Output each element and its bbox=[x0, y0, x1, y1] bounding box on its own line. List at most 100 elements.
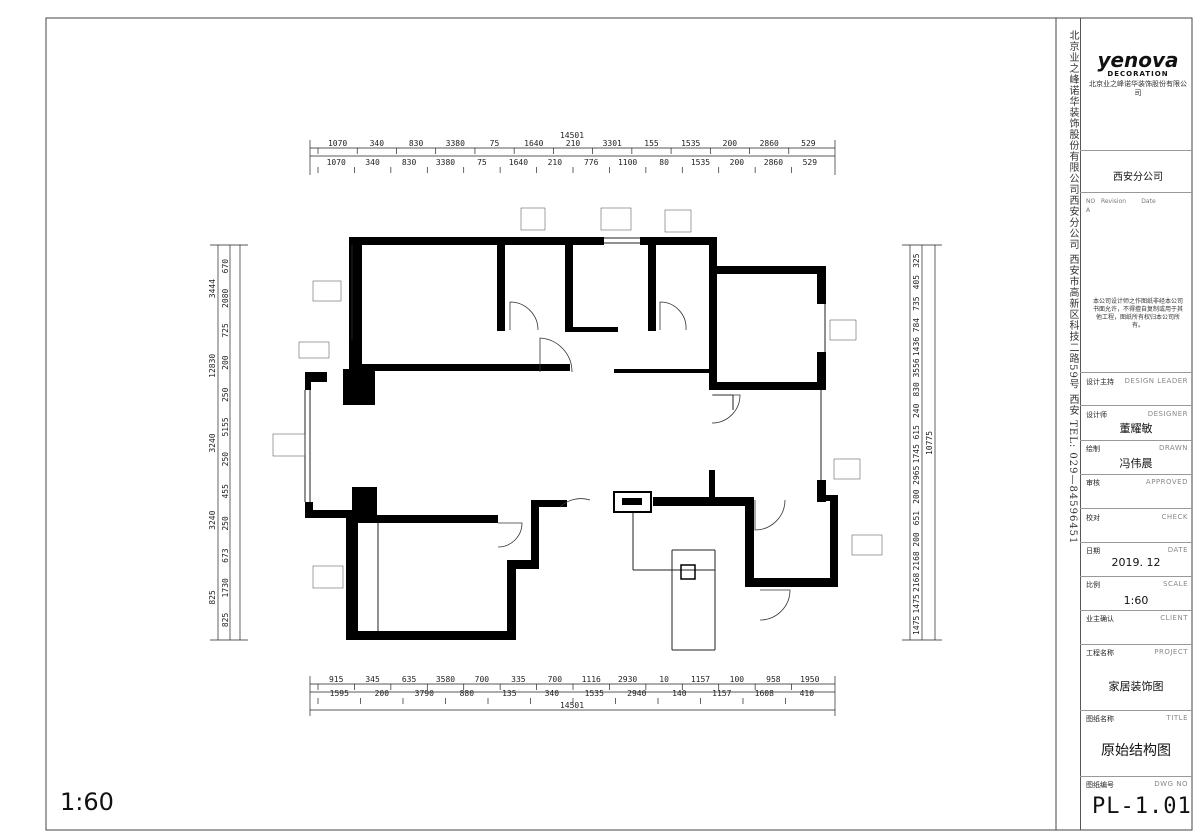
dimension-label: 670 bbox=[221, 259, 230, 274]
dimension-label: 830 bbox=[402, 158, 417, 167]
dimension-label: 825 bbox=[208, 590, 217, 605]
dimension-label: 75 bbox=[490, 139, 500, 148]
dimension-label: 1535 bbox=[691, 158, 710, 167]
dimension-label: 1070 bbox=[328, 139, 347, 148]
title-block bbox=[1080, 18, 1193, 830]
dimension-label: 10775 bbox=[925, 431, 934, 455]
dimension-label: 700 bbox=[548, 675, 563, 684]
dimension-label: 5155 bbox=[221, 417, 230, 436]
dimension-label: 12830 bbox=[208, 354, 217, 378]
divider bbox=[1080, 610, 1192, 611]
wall bbox=[614, 369, 717, 373]
right-dims-inner: 3254057357841436355683024061517452965200… bbox=[912, 253, 921, 635]
dimension-label: 240 bbox=[912, 403, 921, 418]
dimension-label: 3790 bbox=[415, 689, 434, 698]
divider bbox=[1080, 644, 1192, 645]
title-value: 原始结构图 bbox=[1101, 743, 1171, 759]
top-total-dim: 14501 bbox=[560, 131, 584, 140]
kitchen-box bbox=[680, 564, 696, 580]
divider bbox=[1080, 192, 1192, 193]
date-label: 日期 bbox=[1086, 547, 1100, 555]
dimension-label: 2168 bbox=[912, 573, 921, 592]
dimension-label: 200 bbox=[912, 532, 921, 547]
dimension-label: 200 bbox=[221, 355, 230, 370]
dimension-label: 75 bbox=[477, 158, 487, 167]
wall bbox=[709, 237, 717, 272]
dimension-label: 915 bbox=[329, 675, 344, 684]
drawing-no-value: PL-1.01 bbox=[1092, 794, 1192, 819]
dimension-label: 405 bbox=[912, 275, 921, 290]
sheet-border bbox=[45, 17, 1193, 831]
wall bbox=[648, 245, 656, 331]
cabinet-inner bbox=[622, 498, 642, 505]
company-address: 北京业之峰诺华装饰股份有限公司西安分公司 西安市高新区科技二路59号 西安 TE… bbox=[1067, 30, 1078, 545]
dimension-label: 2860 bbox=[760, 139, 779, 148]
drawing-no-en: DWG NO bbox=[1154, 780, 1188, 788]
dimension-label: 250 bbox=[221, 387, 230, 402]
dimension-label: 155 bbox=[644, 139, 659, 148]
dimension-label: 1608 bbox=[755, 689, 774, 698]
wall bbox=[349, 237, 362, 370]
divider bbox=[1080, 405, 1192, 406]
dimension-label: 2860 bbox=[764, 158, 783, 167]
company-name: 北京业之峰诺华装饰股份有限公司 bbox=[1089, 80, 1187, 97]
check-label: 校对 bbox=[1086, 514, 1100, 522]
project-en: PROJECT bbox=[1154, 648, 1188, 656]
dimension-label: 340 bbox=[545, 689, 560, 698]
dimension-label: 1950 bbox=[800, 675, 819, 684]
rev-date-label: Date bbox=[1141, 198, 1156, 205]
title-label: 图纸名称 bbox=[1086, 715, 1114, 723]
dimension-label: 210 bbox=[566, 139, 581, 148]
dimension-label: 3240 bbox=[208, 433, 217, 452]
dimension-label: 725 bbox=[221, 323, 230, 338]
rev-desc-label: Revision bbox=[1100, 198, 1127, 205]
company-logo: yenova DECORATION 北京业之峰诺华装饰股份有限公司 bbox=[1088, 50, 1188, 98]
client-label: 业主确认 bbox=[1086, 615, 1114, 623]
dimension-label: 200 bbox=[730, 158, 745, 167]
wall bbox=[745, 497, 754, 587]
dimension-label: 210 bbox=[548, 158, 563, 167]
dimension-label: 250 bbox=[221, 452, 230, 467]
wall bbox=[709, 266, 825, 274]
dimension-label: 615 bbox=[912, 425, 921, 440]
dimension-label: 335 bbox=[511, 675, 526, 684]
dimension-label: 455 bbox=[221, 484, 230, 499]
divider bbox=[1080, 576, 1192, 577]
wall bbox=[362, 364, 570, 371]
dimension-label: 700 bbox=[475, 675, 490, 684]
dimension-label: 100 bbox=[730, 675, 745, 684]
dimension-label: 135 bbox=[502, 689, 517, 698]
wall bbox=[507, 560, 516, 640]
dimension-label: 1595 bbox=[330, 689, 349, 698]
wall bbox=[531, 500, 539, 569]
wall bbox=[565, 327, 618, 332]
dimension-label: 80 bbox=[659, 158, 669, 167]
project-label: 工程名称 bbox=[1086, 649, 1114, 657]
wall bbox=[565, 245, 573, 331]
dimension-label: 735 bbox=[912, 296, 921, 311]
title-en: TITLE bbox=[1166, 714, 1188, 722]
divider bbox=[1080, 776, 1192, 777]
dimension-label: 2930 bbox=[618, 675, 637, 684]
dimension-label: 3556 bbox=[912, 358, 921, 377]
dimension-label: 325 bbox=[912, 253, 921, 268]
copyright-notice: 本公司设计师之作图纸非经本公司书面允许，不得擅自复制或用于其他工程，图纸所有权归… bbox=[1092, 298, 1183, 329]
wall bbox=[640, 237, 717, 245]
dimension-label: 3580 bbox=[436, 675, 455, 684]
date-en: DATE bbox=[1167, 546, 1188, 554]
wall bbox=[350, 515, 498, 523]
approved-label: 审核 bbox=[1086, 479, 1100, 487]
dimension-label: 1157 bbox=[712, 689, 731, 698]
wall bbox=[346, 631, 514, 640]
dimension-label: 2940 bbox=[627, 689, 646, 698]
divider bbox=[1080, 474, 1192, 475]
drawing-scale-label: 1:60 bbox=[60, 788, 114, 816]
left-dimension-lines bbox=[210, 244, 248, 641]
door-swings bbox=[497, 301, 791, 621]
dimension-label: 2168 bbox=[912, 551, 921, 570]
drawn-en: DRAWN bbox=[1158, 444, 1188, 452]
wall bbox=[709, 272, 717, 382]
approved-en: APPROVED bbox=[1145, 478, 1188, 486]
dimension-label: 635 bbox=[402, 675, 417, 684]
